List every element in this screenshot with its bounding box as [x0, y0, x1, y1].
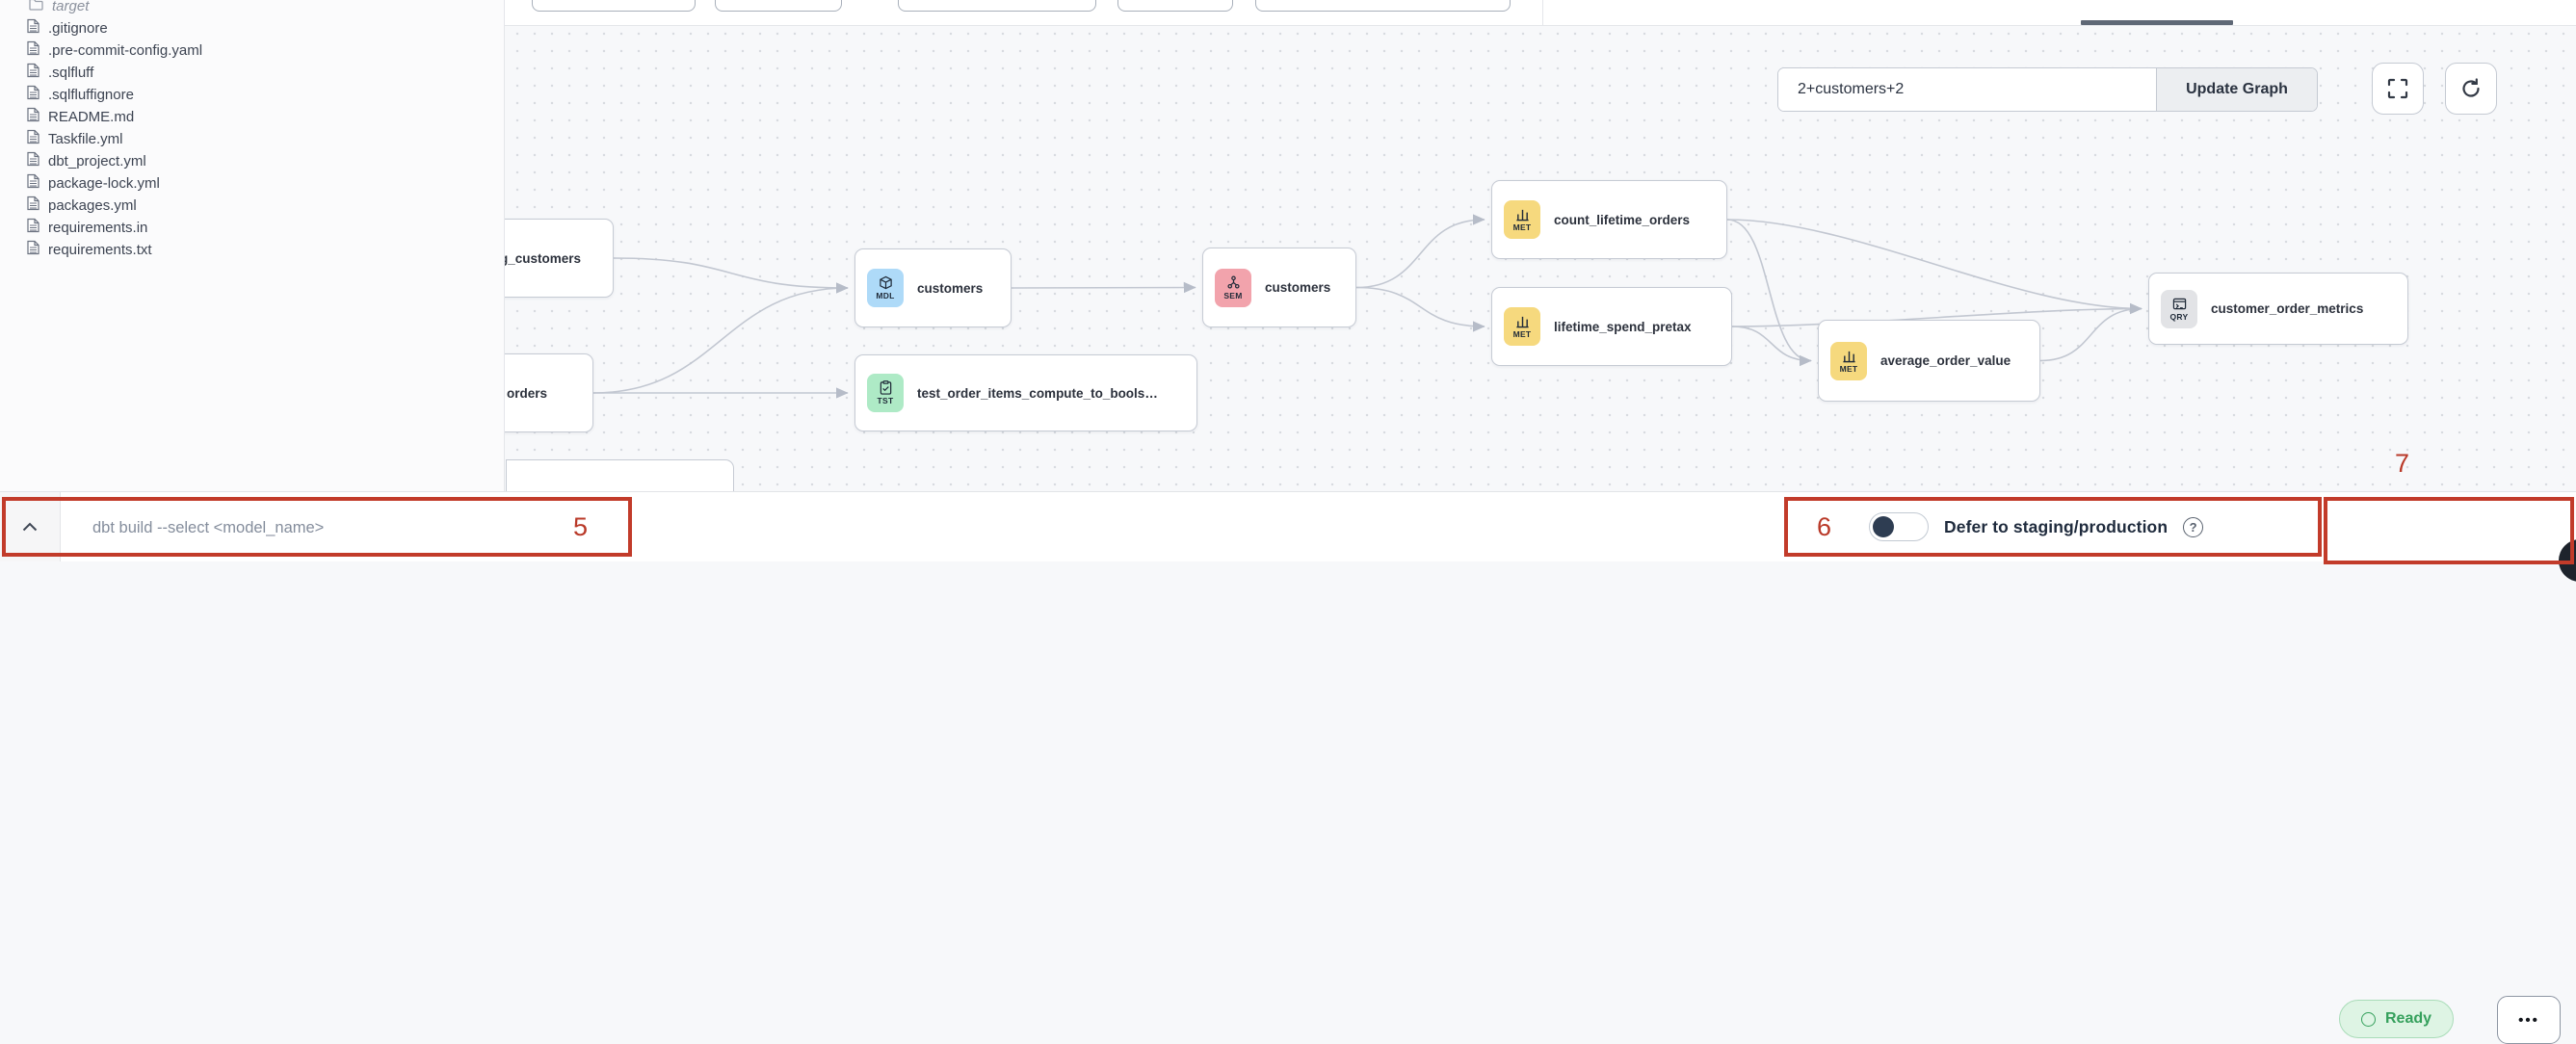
graph-node-count_lifetime_orders[interactable]: MET count_lifetime_orders	[1491, 180, 1727, 259]
toolbar-cutoff-button[interactable]	[715, 0, 842, 12]
file-tree-item--sqlfluff[interactable]: .sqlfluff	[0, 62, 504, 84]
file-name: requirements.txt	[48, 242, 152, 258]
toolbar-cutoff-button[interactable]	[1117, 0, 1233, 12]
file-icon	[27, 151, 39, 171]
file-name: .sqlfluffignore	[48, 87, 134, 103]
defer-label: Defer to staging/production	[1944, 516, 2169, 536]
tst-badge-icon: TST	[867, 374, 904, 412]
file-name: dbt_project.yml	[48, 153, 146, 170]
node-label: count_lifetime_orders	[1554, 212, 1691, 227]
defer-toggle[interactable]	[1869, 512, 1929, 541]
file-icon	[27, 218, 39, 238]
expand-command-panel-button[interactable]	[0, 492, 61, 561]
node-label: orders	[507, 385, 548, 401]
file-icon	[27, 107, 39, 127]
file-name: .sqlfluff	[48, 65, 94, 81]
dbt-command-input[interactable]	[91, 506, 595, 550]
file-tree-item-target[interactable]: target	[0, 0, 504, 17]
refresh-button[interactable]	[2445, 63, 2497, 115]
status-ready-label: Ready	[2385, 1010, 2432, 1027]
sem-badge-icon: SEM	[1215, 268, 1251, 307]
toolbar-cutoff-button[interactable]	[898, 0, 1096, 12]
file-tree-item-requirements-txt[interactable]: requirements.txt	[0, 239, 504, 261]
toolbar-cutoff-button[interactable]	[532, 0, 696, 12]
file-icon	[27, 40, 39, 61]
node-label: stg_customers	[488, 250, 582, 266]
met-badge-icon: MET	[1504, 307, 1540, 346]
met-badge-icon: MET	[1830, 341, 1867, 380]
update-graph-button[interactable]: Update Graph	[2156, 68, 2317, 111]
node-label: lifetime_spend_pretax	[1554, 319, 1692, 334]
top-band-divider	[1542, 0, 1543, 25]
file-icon	[27, 240, 39, 260]
file-name: packages.yml	[48, 197, 137, 214]
graph-node-customers_mdl[interactable]: MDL customers	[854, 248, 1012, 327]
status-circle-icon	[2361, 1011, 2376, 1027]
qry-badge-icon: QRY	[2161, 289, 2197, 328]
file-icon	[27, 18, 39, 39]
file-icon	[27, 63, 39, 83]
file-tree-item-taskfile-yml[interactable]: Taskfile.yml	[0, 128, 504, 150]
graph-node-average_order_value[interactable]: MET average_order_value	[1818, 320, 2040, 402]
file-name: package-lock.yml	[48, 175, 160, 192]
graph-selector-input[interactable]: 2+customers+2	[1778, 68, 2156, 111]
file-name: .pre-commit-config.yaml	[48, 42, 203, 59]
file-tree-item-readme-md[interactable]: README.md	[0, 106, 504, 128]
active-tab-indicator	[2081, 20, 2233, 25]
refresh-icon	[2462, 78, 2480, 97]
help-icon[interactable]: ?	[2183, 516, 2204, 537]
more-options-button[interactable]: •••	[2497, 996, 2561, 1044]
file-name: Taskfile.yml	[48, 131, 123, 147]
graph-node-customer_order_metrics[interactable]: QRY customer_order_metrics	[2148, 273, 2408, 345]
met-badge-icon: MET	[1504, 200, 1540, 239]
file-tree-item-packages-yml[interactable]: packages.yml	[0, 195, 504, 217]
file-tree-panel: target .gitignore .pre-commit-config.yaml.…	[0, 0, 505, 491]
file-icon	[27, 196, 39, 216]
file-name: requirements.in	[48, 220, 148, 236]
file-tree-item--gitignore[interactable]: .gitignore	[0, 17, 504, 39]
file-name: target	[52, 0, 90, 14]
node-label: customer_order_metrics	[2211, 301, 2364, 316]
file-tree-item-package-lock-yml[interactable]: package-lock.yml	[0, 172, 504, 195]
file-tree-item-requirements-in[interactable]: requirements.in	[0, 217, 504, 239]
file-icon	[27, 129, 39, 149]
file-tree-item--pre-commit-config-yaml[interactable]: .pre-commit-config.yaml	[0, 39, 504, 62]
file-tree-item-dbt-project-yml[interactable]: dbt_project.yml	[0, 150, 504, 172]
toolbar-cutoff-button[interactable]	[1255, 0, 1511, 12]
chevron-up-icon	[22, 522, 38, 532]
file-name: README.md	[48, 109, 135, 125]
fullscreen-icon	[2387, 78, 2408, 99]
node-label: customers	[917, 280, 984, 296]
node-label: average_order_value	[1880, 353, 2011, 368]
file-tree-item--sqlfluffignore[interactable]: .sqlfluffignore	[0, 84, 504, 106]
command-bar: Defer to staging/production ? Ready •••	[0, 491, 2576, 1044]
fullscreen-button[interactable]	[2372, 63, 2424, 115]
file-name: .gitignore	[48, 20, 108, 37]
mdl-badge-icon: MDL	[867, 269, 904, 307]
status-ready-button[interactable]: Ready	[2339, 1000, 2455, 1038]
graph-node-customers_sem[interactable]: SEM customers	[1202, 248, 1356, 327]
node-label: customers	[1265, 280, 1331, 295]
graph-node-test_order_items[interactable]: TST test_order_items_compute_to_bools…	[854, 354, 1197, 431]
node-label: test_order_items_compute_to_bools…	[917, 385, 1158, 401]
graph-toolbar: 2+customers+2 Update Graph	[1777, 67, 2318, 112]
toggle-knob	[1873, 515, 1894, 537]
file-icon	[27, 85, 39, 105]
file-list: target .gitignore .pre-commit-config.yaml.…	[0, 0, 504, 261]
graph-node-lifetime_spend_pretax[interactable]: MET lifetime_spend_pretax	[1491, 287, 1732, 366]
folder-icon	[29, 0, 43, 15]
file-icon	[27, 173, 39, 194]
